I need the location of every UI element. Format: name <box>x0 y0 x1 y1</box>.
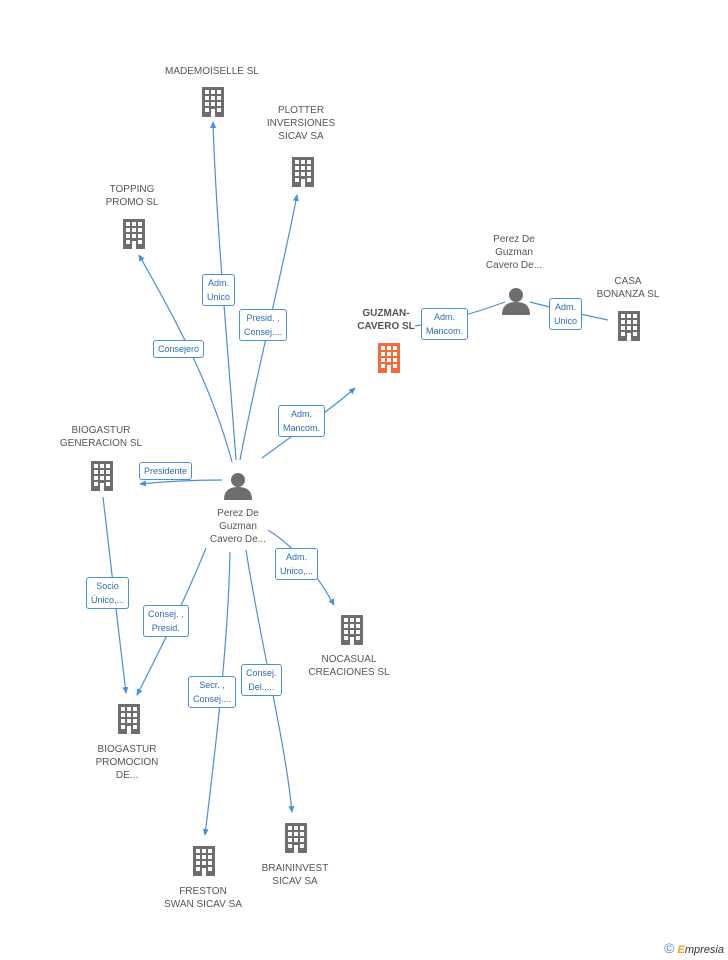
relation-secr-consej[interactable]: Secr. , Consej.... <box>188 676 237 708</box>
node-label-perez-center[interactable]: Perez De Guzman Cavero De... <box>194 507 282 546</box>
brand-logo-text: mpresia <box>684 944 724 956</box>
rel-line: Mancom. <box>283 423 321 433</box>
rel-line: Consej. <box>246 668 277 678</box>
relation-adm-mancom-center[interactable]: Adm. Mancom. <box>278 405 326 437</box>
rel-line: Adm. <box>286 552 308 562</box>
label-line: Guzman <box>495 247 533 258</box>
label-line: SWAN SICAV SA <box>164 899 242 910</box>
rel-line: Consej. , <box>148 609 184 619</box>
relation-socio-unico[interactable]: Socio Único,... <box>86 577 130 609</box>
node-label-nocasual[interactable]: NOCASUAL CREACIONES SL <box>294 653 404 679</box>
label-line: PROMO SL <box>105 197 159 208</box>
label-line: CASA <box>614 276 642 287</box>
rel-line: Consejero <box>158 344 200 354</box>
label-line: SICAV SA <box>278 131 324 142</box>
relation-adm-unico-casa[interactable]: Adm. Unico <box>549 298 583 330</box>
relation-adm-unico-nocasual[interactable]: Adm. Unico,... <box>275 548 319 580</box>
label-line: GUZMAN- <box>362 308 410 319</box>
relation-presid-consej[interactable]: Presid. , Consej.... <box>239 309 288 341</box>
building-icon <box>118 704 140 734</box>
rel-line: Unico <box>554 316 578 326</box>
building-icon <box>285 823 307 853</box>
rel-line: Consej.... <box>193 694 232 704</box>
relation-adm-unico[interactable]: Adm. Unico <box>202 274 236 306</box>
node-label-freston[interactable]: FRESTON SWAN SICAV SA <box>150 885 256 911</box>
relation-presidente[interactable]: Presidente <box>139 462 193 480</box>
label-line: CAVERO SL <box>357 321 415 332</box>
rel-line: Presid. <box>151 623 180 633</box>
relation-consej-presid[interactable]: Consej. , Presid. <box>143 605 189 637</box>
rel-line: Consej.... <box>244 327 283 337</box>
rel-line: Socio <box>96 581 119 591</box>
rel-line: Secr. , <box>199 680 225 690</box>
label-line: INVERSIONES <box>266 118 336 129</box>
copyright-icon: © <box>664 940 675 956</box>
building-icon <box>341 615 363 645</box>
label-line: Perez De <box>217 508 259 519</box>
rel-line: Único,... <box>91 595 125 605</box>
rel-line: Presid. , <box>246 313 280 323</box>
label-line: BIOGASTUR <box>71 425 131 436</box>
node-label-topping[interactable]: TOPPING PROMO SL <box>90 183 174 209</box>
relation-consej-del[interactable]: Consej. Del.,... <box>241 664 282 696</box>
node-label-braininvest[interactable]: BRAININVEST SICAV SA <box>250 862 340 888</box>
rel-line: Adm. <box>434 312 456 322</box>
label-line: NOCASUAL <box>321 654 377 665</box>
label-line: Cavero De... <box>209 534 267 545</box>
label-line: CREACIONES SL <box>308 667 390 678</box>
rel-line: Presidente <box>144 466 188 476</box>
rel-line: Unico <box>207 292 231 302</box>
building-icon <box>618 311 640 341</box>
label-line: GENERACION SL <box>59 438 143 449</box>
label-line: FRESTON <box>179 886 227 897</box>
label-line: BONANZA SL <box>596 289 660 300</box>
building-icon <box>202 87 224 117</box>
label-line: Cavero De... <box>485 260 543 271</box>
label-line: Perez De <box>493 234 535 245</box>
edge-biogastur-gen <box>139 479 223 487</box>
node-label-casa-bonanza[interactable]: CASA BONANZA SL <box>584 275 672 301</box>
node-label-mademoiselle[interactable]: MADEMOISELLE SL <box>150 65 274 78</box>
rel-line: Del.,... <box>248 682 275 692</box>
rel-line: Unico,... <box>280 566 314 576</box>
relation-consejero[interactable]: Consejero <box>153 340 205 358</box>
rel-line: Adm. <box>555 302 577 312</box>
brand-logo-initial: E <box>677 944 685 956</box>
footer-brand: © Empresia <box>664 940 724 956</box>
person-icon <box>502 288 530 315</box>
building-icon <box>193 846 215 876</box>
node-label-perez-right[interactable]: Perez De Guzman Cavero De... <box>470 233 558 272</box>
building-icon-focus <box>378 343 400 373</box>
rel-line: Mancom. <box>426 326 464 336</box>
person-icon <box>224 473 252 500</box>
node-label-guzman-cavero[interactable]: GUZMAN- CAVERO SL <box>344 307 428 333</box>
node-label-plotter[interactable]: PLOTTER INVERSIONES SICAV SA <box>250 104 352 143</box>
building-icon <box>292 157 314 187</box>
label-line: TOPPING <box>109 184 155 195</box>
building-icon <box>123 219 145 249</box>
label-line: MADEMOISELLE SL <box>165 66 259 77</box>
node-label-biogastur-gen[interactable]: BIOGASTUR GENERACION SL <box>46 424 156 450</box>
rel-line: Adm. <box>291 409 313 419</box>
label-line: Guzman <box>219 521 257 532</box>
building-icon <box>91 461 113 491</box>
label-line: DE... <box>115 770 139 781</box>
label-line: BIOGASTUR <box>97 744 157 755</box>
label-line: PLOTTER <box>277 105 325 116</box>
relation-adm-mancom-right[interactable]: Adm. Mancom. <box>421 308 469 340</box>
label-line: BRAININVEST <box>261 863 329 874</box>
rel-line: Adm. <box>208 278 230 288</box>
label-line: PROMOCION <box>95 757 159 768</box>
label-line: SICAV SA <box>272 876 318 887</box>
node-label-biogastur-prom[interactable]: BIOGASTUR PROMOCION DE... <box>82 743 172 782</box>
